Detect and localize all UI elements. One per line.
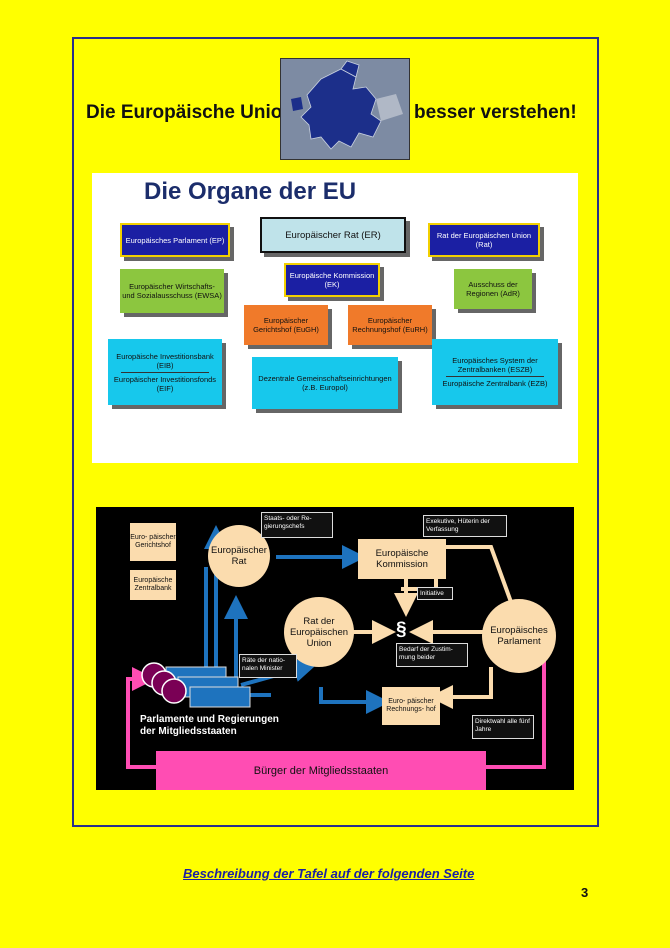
circle-parlament: Europäisches Parlament <box>482 599 556 673</box>
eu-map-image <box>280 58 410 160</box>
organe-title: Die Organe der EU <box>144 178 357 205</box>
box-gerichtshof: Euro- päischer Gerichtshof <box>130 523 176 561</box>
note-staats: Staats- oder Re- gierungschefs <box>261 512 333 538</box>
paragraph-symbol: § <box>396 619 407 640</box>
box-kommission: Europäische Kommission <box>358 539 446 579</box>
caption-parlamente: Parlamente und Regierungen der Mitglieds… <box>140 714 279 737</box>
box-ezb: Europäische Zentralbank (EZB) <box>442 379 548 388</box>
box-rechnungshof: Euro- päischer Rechnungs- hof <box>382 687 440 725</box>
title-left: Die Europäische Union <box>86 102 294 123</box>
note-bedarf: Bedarf der Zustim- mung beider <box>396 643 468 667</box>
note-initiative: Initiative <box>417 587 453 600</box>
box-eurh: Europäischer Rechnungshof (EuRH) <box>348 305 432 345</box>
box-eib: Europäische Investitionsbank (EIB) <box>116 351 214 370</box>
box-eugh: Europäischer Gerichtshof (EuGH) <box>244 305 328 345</box>
note-direktwahl: Direktwahl alle fünf Jahre <box>472 715 534 739</box>
eu-diagram: Euro- päischer Gerichtshof Europäische Z… <box>96 507 574 790</box>
box-er: Europäischer Rat (ER) <box>260 217 406 253</box>
box-eszb-ezb: Europäisches System der Zentralbanken (E… <box>432 339 558 405</box>
note-exekutive: Exekutive, Hüterin der Verfassung <box>423 515 507 537</box>
page-number: 3 <box>581 885 589 900</box>
page-frame <box>72 37 599 827</box>
box-ep: Europäisches Parlament (EP) <box>120 223 230 257</box>
box-buerger: Bürger der Mitgliedsstaaten <box>156 751 486 790</box>
box-ewsa: Europäischer Wirtschafts- und Sozialauss… <box>120 269 224 313</box>
box-eif: Europäischer Investitionsfonds (EIF) <box>113 374 217 393</box>
title-right: besser verstehen! <box>414 102 577 123</box>
organe-chart: Die Organe der EU Europäisches Parlament… <box>92 173 578 463</box>
footer-link[interactable]: Beschreibung der Tafel auf der folgenden… <box>183 866 475 881</box>
box-adr: Ausschuss der Regionen (AdR) <box>454 269 532 309</box>
separator <box>121 371 209 373</box>
box-eib-eif: Europäische Investitionsbank (EIB) Europ… <box>108 339 222 405</box>
box-rat: Rat der Europäischen Union (Rat) <box>428 223 540 257</box>
circle-europaeischer-rat: Europäischer Rat <box>208 525 270 587</box>
note-raete: Räte der natio- nalen Minister <box>239 654 297 678</box>
box-eszb: Europäisches System der Zentralbanken (E… <box>452 356 538 374</box>
box-zentralbank: Europäische Zentralbank <box>130 570 176 600</box>
box-ek: Europäische Kommission (EK) <box>284 263 380 297</box>
box-dezentrale: Dezentrale Gemeinschaftseinrichtungen (z… <box>252 357 398 409</box>
separator <box>446 376 544 377</box>
